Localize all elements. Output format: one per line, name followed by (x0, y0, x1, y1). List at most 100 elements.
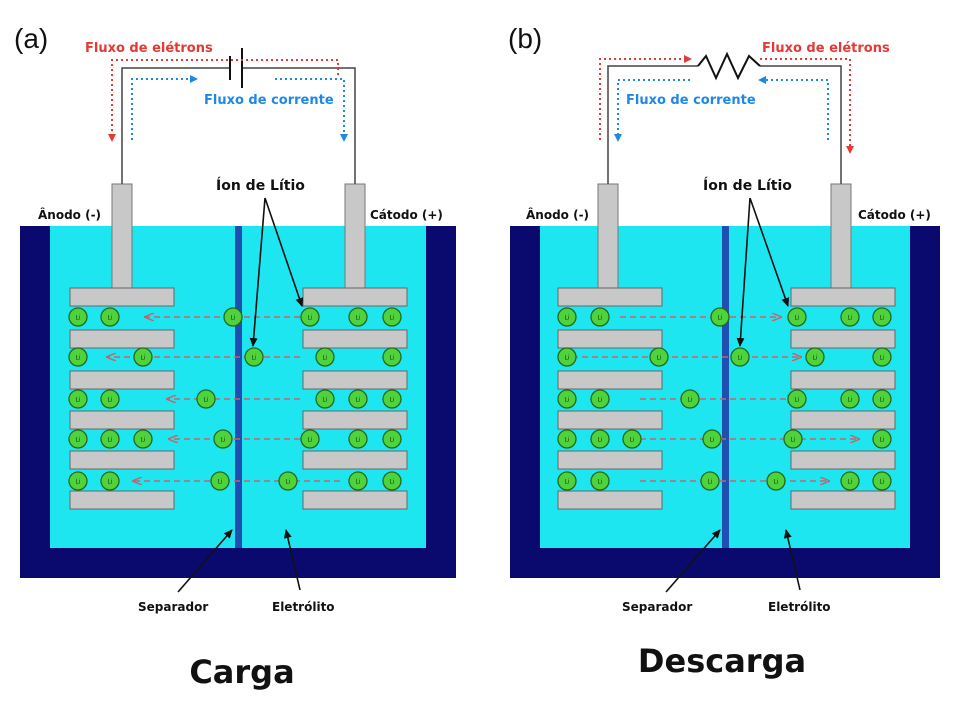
lithium-ion-symbol: Li (737, 355, 742, 362)
anode-plate (557, 490, 663, 510)
lithium-ion (213, 429, 233, 449)
current-flow-arrow (131, 75, 198, 140)
lithium-ion-symbol: Li (847, 315, 852, 322)
electrolyte-label: Eletrólito (768, 600, 831, 614)
lithium-ion (210, 471, 230, 491)
lithium-ion (100, 471, 120, 491)
electron-flow-arrow (108, 59, 339, 142)
current-flow-arrow (275, 78, 348, 142)
lithium-ion (805, 347, 825, 367)
lithium-ion (590, 307, 610, 327)
lithium-ion-symbol: Li (564, 479, 569, 486)
electrolyte-label: Eletrólito (272, 600, 335, 614)
lithium-ion-symbol: Li (879, 437, 884, 444)
separator-membrane (235, 226, 242, 548)
anode-label: Ânodo (-) (38, 207, 101, 222)
ion-pointer-arrow (736, 197, 751, 347)
cathode-label: Cátodo (+) (858, 208, 931, 222)
lithium-ion-symbol: Li (879, 315, 884, 322)
lithium-ion-symbol: Li (790, 437, 795, 444)
lithium-ion-symbol: Li (107, 479, 112, 486)
lithium-ion-symbol: Li (220, 437, 225, 444)
lithium-ion (840, 471, 860, 491)
lithium-ion (787, 307, 807, 327)
lithium-ion (622, 429, 642, 449)
cathode-label: Cátodo (+) (370, 208, 443, 222)
lithium-ion-symbol: Li (75, 479, 80, 486)
ion-pointer-arrow (249, 197, 266, 347)
lithium-ion (872, 307, 892, 327)
lithium-ion (787, 389, 807, 409)
lithium-ion (840, 389, 860, 409)
lithium-ion-symbol: Li (812, 355, 817, 362)
lithium-ion (557, 347, 577, 367)
lithium-ion-symbol: Li (687, 397, 692, 404)
lithium-ion (649, 347, 669, 367)
lithium-ion (872, 471, 892, 491)
lithium-ion-symbol: Li (389, 315, 394, 322)
lithium-ion (223, 307, 243, 327)
anode-plate (69, 287, 175, 307)
external-wire (607, 65, 842, 184)
electrolyte-pointer-arrow (783, 529, 801, 591)
anode-plate (557, 410, 663, 430)
lithium-ion-symbol: Li (564, 315, 569, 322)
lithium-ion (244, 347, 264, 367)
lithium-ion (557, 471, 577, 491)
lithium-ion-symbol: Li (230, 315, 235, 322)
lithium-ion-symbol: Li (597, 315, 602, 322)
lithium-ion-symbol: Li (107, 437, 112, 444)
lithium-ion-symbol: Li (203, 397, 208, 404)
separator-label: Separador (138, 600, 208, 614)
lithium-ion-symbol: Li (389, 355, 394, 362)
lithium-ion-symbol: Li (307, 315, 312, 322)
cathode-plate (790, 370, 896, 390)
lithium-ion (100, 389, 120, 409)
lithium-ion (300, 307, 320, 327)
lithium-ion-symbol: Li (794, 315, 799, 322)
lithium-ion-symbol: Li (389, 479, 394, 486)
lithium-ion (382, 307, 402, 327)
panel-caption: Descarga (638, 642, 806, 680)
lithium-ion-symbol: Li (597, 479, 602, 486)
lithium-ion (700, 471, 720, 491)
lithium-ion-symbol: Li (597, 437, 602, 444)
panel-tag: (a) (14, 23, 48, 54)
lithium-ion-symbol: Li (773, 479, 778, 486)
lithium-ion (100, 307, 120, 327)
lithium-ion-symbol: Li (322, 355, 327, 362)
lithium-ion-symbol: Li (847, 397, 852, 404)
ion-label: Íon de Lítio (216, 177, 305, 194)
separator-pointer-arrow (665, 529, 721, 593)
lithium-ion-symbol: Li (107, 315, 112, 322)
lithium-ion-symbol: Li (707, 479, 712, 486)
electron-flow-arrow (599, 55, 692, 140)
lithium-ion-symbol: Li (597, 397, 602, 404)
cathode-plate (302, 329, 408, 349)
lithium-ion (100, 429, 120, 449)
cathode-plate (790, 410, 896, 430)
lithium-ion (557, 307, 577, 327)
lithium-ion (730, 347, 750, 367)
lithium-ion-symbol: Li (847, 479, 852, 486)
lithium-ion (872, 389, 892, 409)
anode-plate (557, 287, 663, 307)
lithium-ion (68, 429, 88, 449)
lithium-ion-symbol: Li (564, 397, 569, 404)
lithium-ion-symbol: Li (355, 315, 360, 322)
panel-tag: (b) (508, 23, 542, 54)
lithium-ion-symbol: Li (629, 437, 634, 444)
lithium-ion (702, 429, 722, 449)
cathode-terminal (830, 183, 852, 289)
anode-plate (69, 329, 175, 349)
lithium-ion (196, 389, 216, 409)
cathode-plate (790, 329, 896, 349)
ion-label: Íon de Lítio (703, 177, 792, 194)
lithium-ion (315, 389, 335, 409)
lithium-ion (348, 429, 368, 449)
lithium-ion-symbol: Li (717, 315, 722, 322)
lithium-ion (133, 429, 153, 449)
